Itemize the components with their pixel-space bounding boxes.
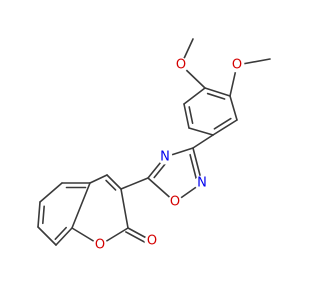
atom-symbol-o: O: [147, 234, 157, 249]
atom-symbol-o: O: [95, 238, 105, 253]
bond-c5-c6: [39, 182, 63, 203]
atom-symbol-n: N: [197, 176, 207, 191]
bond-b1-b2: [204, 87, 231, 97]
atom-o2: O: [229, 57, 245, 73]
bond-c6-c7: [37, 201, 41, 228]
bond-c8-c8a: [54, 226, 67, 240]
bond-c2-c3: [120, 188, 129, 229]
bond-ox_c3-ox_n2: [189, 153, 198, 180]
atom-o_ring: O: [92, 237, 108, 253]
bond-c8-c8a: [55, 227, 73, 246]
atom-ox_o1: O: [167, 194, 183, 210]
atom-label-background: [92, 237, 108, 253]
atom-labels-layer: O O N O N O O: [92, 57, 245, 253]
atom-o_carbonyl: O: [144, 233, 160, 249]
bond-b5-b6: [183, 103, 190, 129]
molecule-structure-diagram: O O N O N O O: [37, 38, 271, 253]
atom-symbol-o: O: [170, 195, 180, 210]
bond-b2-b3: [229, 95, 238, 121]
bond-b1-b2: [206, 92, 226, 100]
bond-c7-c8: [37, 226, 57, 246]
atom-symbol-o: O: [232, 58, 242, 73]
atom-label-background: [157, 149, 173, 165]
bond-b4-b5: [188, 127, 214, 136]
atom-label-background: [194, 175, 210, 191]
atom-ox_n4: N: [157, 149, 173, 165]
bond-ox_c5-ox_n4: [153, 162, 167, 179]
atom-label-background: [144, 233, 160, 249]
bond-c6-c7: [42, 205, 45, 225]
atom-symbol-n: N: [160, 150, 170, 165]
atom-symbol-o: O: [176, 58, 186, 73]
bond-c8a-c4a: [71, 182, 91, 229]
bond-c3-c4: [106, 174, 122, 190]
bond-b4-ox_c3: [192, 134, 214, 149]
bond-b3-b4: [212, 119, 238, 136]
atom-label-background: [229, 57, 245, 73]
bond-b3-b4: [213, 117, 232, 130]
atom-o1: O: [173, 57, 189, 73]
bond-ox_c5-c3: [120, 177, 149, 190]
atom-label-background: [167, 194, 183, 210]
bond-b5-b6: [188, 106, 194, 125]
atom-ox_n2: N: [194, 175, 210, 191]
bond-c4-c4a: [89, 174, 108, 184]
bond-c3-c4: [105, 179, 117, 191]
bond-b6-b1: [183, 87, 206, 105]
atom-label-background: [173, 57, 189, 73]
